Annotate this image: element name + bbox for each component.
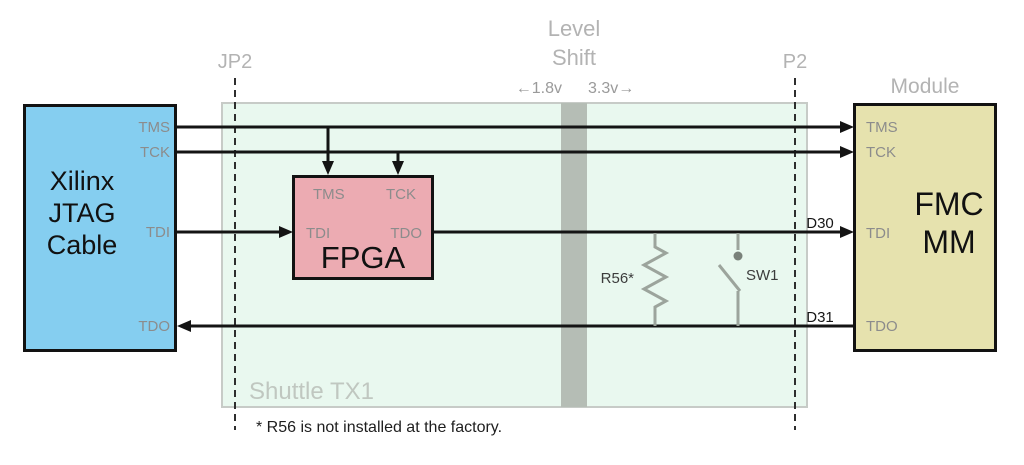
- level-shift-line2: Shift: [551, 45, 597, 70]
- module-header: Module: [890, 75, 960, 98]
- cable-port-tms: TMS: [138, 119, 170, 136]
- fpga-port-tdo: TDO: [390, 225, 422, 242]
- footnote: * R56 is not installed at the factory.: [256, 419, 503, 436]
- cable-title-line3: Cable: [46, 230, 118, 260]
- level-shift-label: Level Shift: [524, 14, 624, 72]
- module-port-tdo: TDO: [866, 318, 898, 335]
- p2-label: P2: [782, 51, 808, 73]
- cable-title-line1: Xilinx: [49, 166, 115, 196]
- fpga-port-tdi: TDI: [306, 225, 331, 242]
- fpga-box: [292, 175, 434, 280]
- tdi-module-arrow: [840, 226, 854, 238]
- fmc-module-box: [853, 103, 997, 352]
- module-port-tck: TCK: [866, 144, 896, 161]
- jp2-label: JP2: [217, 51, 253, 73]
- voltage-3v3-label: 3.3v→: [588, 80, 635, 97]
- level-shift-bar: [561, 103, 587, 407]
- module-title: FMC MM: [893, 185, 1005, 261]
- module-port-tms: TMS: [866, 119, 898, 136]
- module-port-tdi: TDI: [866, 225, 891, 242]
- xilinx-jtag-cable-box: [23, 104, 177, 352]
- fpga-title: FPGA: [320, 240, 406, 275]
- cable-title-line2: JTAG: [48, 198, 116, 228]
- level-shift-line1: Level: [547, 16, 601, 41]
- resistor-label: R56*: [600, 270, 634, 287]
- switch-label: SW1: [746, 267, 779, 284]
- voltage-1v8-label: ←1.8v: [515, 80, 562, 97]
- cable-port-tdi: TDI: [145, 224, 170, 241]
- fpga-port-tms: TMS: [313, 186, 345, 203]
- net-d31-label: D31: [806, 309, 834, 326]
- tms-module-arrow: [840, 121, 854, 133]
- fpga-port-tck: TCK: [386, 186, 416, 203]
- net-d30-label: D30: [806, 215, 834, 232]
- board-name-label: Shuttle TX1: [249, 378, 374, 405]
- cable-port-tck: TCK: [140, 144, 170, 161]
- module-title-line2: MM: [922, 224, 976, 260]
- module-title-line1: FMC: [914, 186, 984, 222]
- tdo-cable-arrow: [177, 320, 191, 332]
- cable-title: Xilinx JTAG Cable: [23, 165, 141, 261]
- tck-module-arrow: [840, 146, 854, 158]
- cable-port-tdo: TDO: [138, 318, 170, 335]
